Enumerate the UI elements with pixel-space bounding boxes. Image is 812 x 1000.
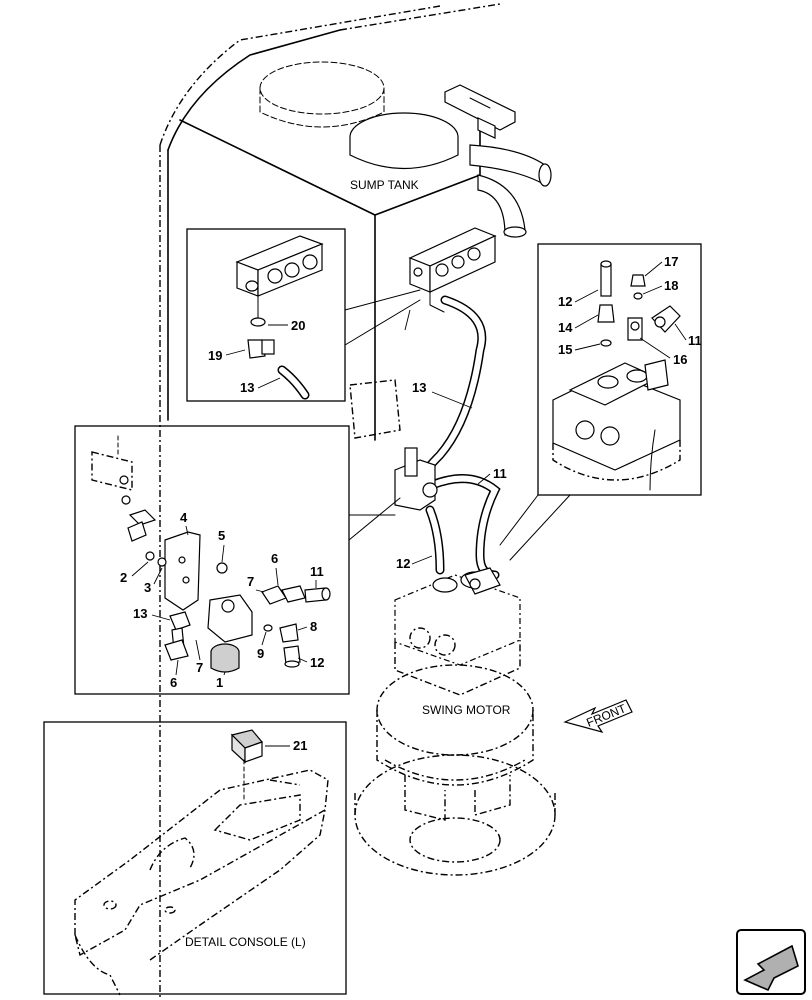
callout-b-12: 12 bbox=[558, 294, 572, 309]
inset-c: 4 5 2 3 6 7 11 13 8 9 12 7 6 1 bbox=[74, 425, 401, 695]
callout-c-8: 8 bbox=[310, 619, 317, 634]
inset-a: 20 19 13 bbox=[186, 228, 421, 402]
callout-main-13: 13 bbox=[412, 380, 426, 395]
callout-main-11: 11 bbox=[493, 466, 507, 481]
front-label: FRONT bbox=[584, 701, 628, 730]
front-arrow-icon: FRONT bbox=[563, 699, 633, 733]
sump-tank-label: SUMP TANK bbox=[350, 178, 419, 192]
swing-motor: SWING MOTOR bbox=[354, 567, 556, 876]
callout-a-19: 19 bbox=[208, 348, 222, 363]
callout-main-12: 12 bbox=[396, 556, 410, 571]
callout-c-1: 1 bbox=[216, 675, 223, 690]
callout-c-7b: 7 bbox=[196, 660, 203, 675]
callout-c-6b: 6 bbox=[170, 675, 177, 690]
callout-c-7a: 7 bbox=[247, 574, 254, 589]
callout-c-13: 13 bbox=[133, 606, 147, 621]
callout-a-13: 13 bbox=[240, 380, 254, 395]
next-page-icon[interactable] bbox=[736, 929, 806, 995]
callout-c-11: 11 bbox=[310, 564, 324, 579]
callout-a-20: 20 bbox=[291, 318, 305, 333]
tank-manifold bbox=[408, 227, 497, 313]
callout-b-15: 15 bbox=[558, 342, 572, 357]
callout-b-14: 14 bbox=[558, 320, 573, 335]
callout-c-6a: 6 bbox=[271, 551, 278, 566]
swing-motor-label: SWING MOTOR bbox=[422, 703, 511, 717]
detail-console-label: DETAIL CONSOLE (L) bbox=[185, 935, 306, 949]
callout-b-11: 11 bbox=[688, 333, 702, 348]
main-hoses: 13 11 12 bbox=[349, 295, 507, 580]
callout-d-21: 21 bbox=[293, 738, 307, 753]
callout-b-18: 18 bbox=[664, 278, 678, 293]
inset-b: 17 18 12 14 11 15 16 bbox=[499, 243, 702, 561]
callout-b-16: 16 bbox=[673, 352, 687, 367]
callout-c-3: 3 bbox=[144, 580, 151, 595]
inset-d: 21 DETAIL CONSOLE (L) bbox=[43, 721, 347, 996]
sump-tank: SUMP TANK bbox=[159, 3, 552, 1000]
callout-c-4: 4 bbox=[180, 510, 188, 525]
callout-c-2: 2 bbox=[120, 570, 127, 585]
callout-c-9: 9 bbox=[257, 646, 264, 661]
callout-c-5: 5 bbox=[218, 528, 225, 543]
callout-c-12: 12 bbox=[310, 655, 324, 670]
callout-b-17: 17 bbox=[664, 254, 678, 269]
